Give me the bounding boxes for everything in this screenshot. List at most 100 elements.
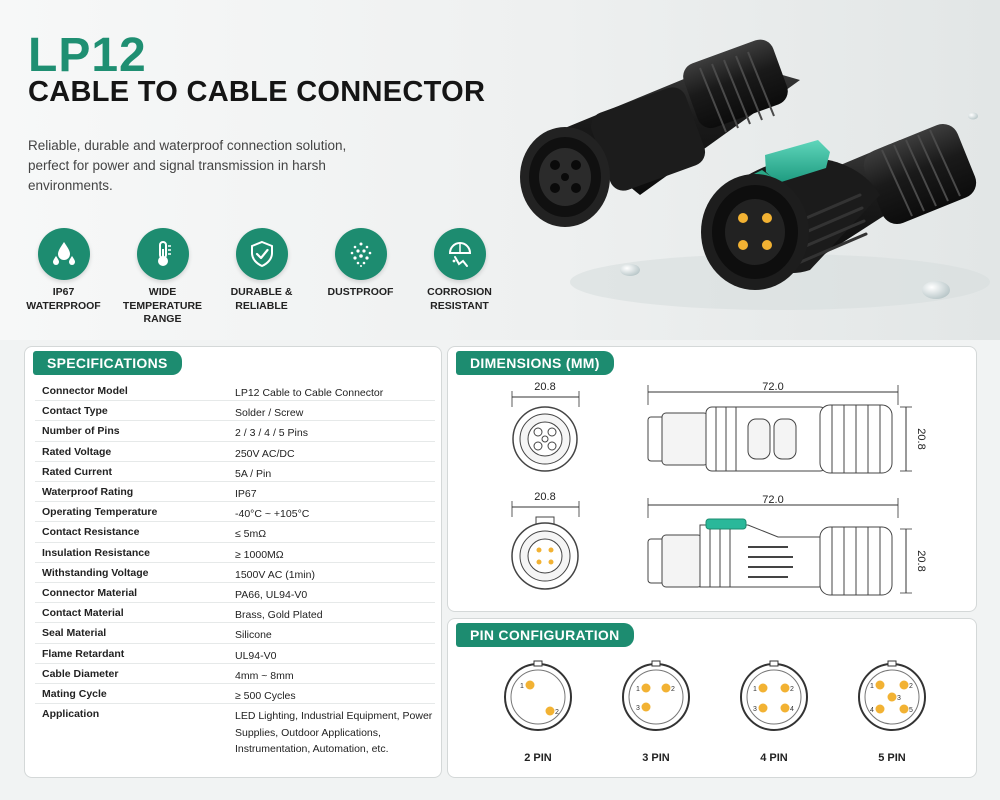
spec-row: Waterproof Rating IP67 [35, 482, 435, 503]
spec-row: Contact Material Brass, Gold Plated [35, 603, 435, 624]
feature-corrosion: CORROSION RESISTANT [410, 228, 509, 327]
pin-number: 4 [870, 707, 874, 714]
droplets-icon [37, 228, 90, 280]
product-tagline: Reliable, durable and waterproof connect… [28, 138, 347, 193]
pin-label-3: 3 PIN [642, 752, 670, 764]
pin-inner-ring [746, 669, 802, 725]
spec-value: ≥ 1000MΩ [235, 548, 284, 561]
spec-row: Cable Diameter 4mm ~ 8mm [35, 664, 435, 684]
spec-row: Operating Temperature -40°C ~ +105°C [35, 502, 435, 523]
pin-inner-ring [628, 669, 684, 725]
spec-key: Cable Diameter [42, 667, 119, 680]
pin-contact [545, 706, 555, 716]
female-side-view: 72.0 20.8 [647, 381, 927, 474]
dust-icon [334, 228, 387, 280]
pin-diagram-2: 12 [504, 660, 572, 731]
product-subtitle: CABLE TO CABLE CONNECTOR [28, 76, 486, 108]
pin-number: 5 [909, 707, 913, 714]
spec-row: Mating Cycle≥ 500 Cycles [35, 684, 435, 705]
male-length-label: 72.0 [762, 494, 783, 506]
spec-value: Brass, Gold Plated [235, 609, 323, 622]
spec-value: 1500V AC (1min) [235, 568, 315, 581]
pin-number: 1 [636, 686, 640, 693]
spec-key: Withstanding Voltage [42, 566, 149, 579]
spec-value: -40°C ~ +105°C [235, 508, 310, 521]
pin-number: 3 [636, 705, 640, 712]
dimensions-panel: DIMENSIONS (MM) 20.8 20.8 [447, 346, 977, 612]
spec-value: IP67 [235, 488, 257, 500]
pin-contact [899, 680, 909, 690]
shield-check-icon [235, 228, 288, 280]
pin-contact [641, 683, 651, 693]
female-front-width-label: 20.8 [534, 381, 555, 393]
female-height-label: 20.8 [915, 428, 927, 449]
pin-key-notch [533, 660, 543, 667]
pin-key-notch [887, 660, 897, 667]
spec-key: Connector Model [42, 385, 128, 397]
thermometer-icon [136, 228, 189, 280]
pin-number: 3 [897, 695, 901, 702]
male-height-label: 20.8 [915, 550, 927, 571]
spec-value: PA66, UL94-V0 [235, 589, 308, 601]
spec-key: Contact Material [42, 607, 124, 620]
dimension-drawings: 20.8 20.8 [511, 381, 927, 596]
spec-key: Application [42, 708, 100, 721]
pin-number: 1 [753, 686, 757, 693]
spec-key: Rated Voltage [42, 445, 112, 458]
feature-list: IP67 WATERPROOF WIDE TEMPERATURE RANGE [14, 228, 509, 327]
female-length-label: 72.0 [762, 381, 783, 393]
pin-contact [875, 680, 885, 690]
spec-key: Waterproof Rating [42, 486, 134, 498]
pin-number: 1 [520, 683, 524, 690]
spec-row: Insulation Resistance ≥ 1000MΩ [35, 543, 435, 563]
pin-number: 2 [555, 709, 559, 716]
female-front-view: 20.8 [511, 381, 580, 472]
spec-row: Flame Retardant UL94-V0 [35, 644, 435, 664]
spec-value: ≥ 500 Cycles [235, 690, 296, 702]
feature-durable: DURABLE & RELIABLE [212, 228, 311, 327]
pin-configuration-heading: PIN CONFIGURATION [456, 623, 634, 647]
male-side-view: 72.0 20.8 [647, 494, 927, 596]
pin-contact [780, 683, 790, 693]
feature-waterproof: IP67 WATERPROOF [14, 228, 113, 327]
feature-dustproof: DUSTPROOF [311, 228, 410, 327]
spec-value: UL94-V0 [235, 649, 277, 662]
spec-key: Insulation Resistance [42, 546, 150, 559]
spec-key: Seal Material [42, 627, 107, 640]
pin-number: 2 [671, 686, 675, 693]
male-front-width-label: 20.8 [534, 491, 555, 503]
water-droplet [922, 281, 950, 299]
connector-product-image [520, 39, 990, 310]
spec-row: Withstanding Voltage 1500V AC (1min) [35, 563, 435, 583]
spec-key: Rated Current [42, 465, 113, 478]
pin-diagram-3: 1 2 3 [622, 660, 690, 731]
water-droplet [968, 112, 978, 120]
spec-value: 4mm ~ 8mm [235, 669, 294, 682]
pin-number: 1 [870, 683, 874, 690]
specifications-heading: SPECIFICATIONS [33, 351, 182, 375]
product-title: LP12 [28, 29, 147, 82]
pin-label-5: 5 PIN [878, 752, 906, 764]
spec-value: 2 / 3 / 4 / 5 Pins [235, 427, 308, 440]
spec-row: Contact Resistance≤ 5mΩ [35, 522, 435, 543]
female-connector-image [520, 39, 800, 227]
hero-section: LP12 CABLE TO CABLE CONNECTOR Reliable, … [0, 0, 1000, 340]
male-front-view: 20.8 [511, 491, 580, 590]
spec-key: Operating Temperature [42, 506, 158, 519]
spec-value: ≤ 5mΩ [235, 528, 267, 541]
spec-key: Flame Retardant [42, 647, 125, 660]
spec-key: Contact Type [42, 405, 108, 418]
